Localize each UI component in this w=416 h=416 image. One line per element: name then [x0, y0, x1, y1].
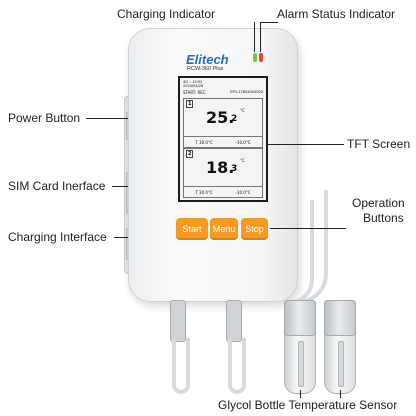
label-charging-interface: Charging Interface [8, 230, 107, 244]
label-glycol-sensor: Glycol Bottle Temperature Sensor [218, 398, 398, 412]
high-limit: T 30.0°C [195, 189, 213, 195]
probe-cable-left [284, 200, 314, 304]
serial-number: EFFL1780X000000 [230, 90, 263, 94]
leader-sim-card [112, 186, 128, 187]
status-line-1: 4G ⌁ 10:52 [183, 80, 203, 84]
start-button[interactable]: Start [176, 218, 208, 240]
label-operation-line1: Operation [352, 196, 405, 210]
leader-tft-screen [266, 144, 344, 145]
leader-charging-indicator [254, 22, 255, 52]
label-alarm-status-indicator: Alarm Status Indicator [277, 7, 396, 21]
brand-logo: Elitech [186, 52, 229, 67]
channel-limits: T 30.0°C -10.0°C [184, 186, 262, 197]
bottle-cap [324, 300, 356, 336]
glycol-bottle-left [284, 300, 316, 394]
channel-unit: °C [240, 158, 245, 163]
leader-glycol-right [340, 390, 341, 398]
screen-status: 4G ⌁ 10:52 2024/04/26 [183, 80, 203, 88]
channel-temperature-decimal: 3 [231, 164, 238, 174]
sensor-connector-left [170, 300, 186, 342]
leader-alarm-indicator [260, 22, 261, 52]
high-limit: T 30.0°C [195, 139, 213, 145]
label-tft-screen: TFT Screen [347, 137, 411, 151]
leader-charging-interface [114, 237, 128, 238]
glycol-bottle-right [324, 300, 356, 394]
channel-temperature: 18. [206, 158, 235, 177]
channel-temperature: 25. [206, 108, 235, 127]
charging-led-icon [253, 53, 257, 62]
sensor-connector-right [226, 300, 242, 342]
channel-1-panel: 1 25. 2 °C T 30.0°C -10.0°C [183, 98, 263, 148]
sensor-cable-right [228, 338, 246, 394]
temperature-probe [298, 341, 304, 387]
bottle-cap [284, 300, 316, 336]
temperature-probe [338, 341, 344, 387]
start-rec-label: START: REC [183, 90, 206, 95]
sensor-cable-left [172, 338, 190, 394]
leader-glycol-left [300, 390, 301, 398]
low-limit: -10.0°C [235, 139, 251, 145]
alarm-led-icon [259, 53, 263, 62]
status-line-2: 2024/04/26 [183, 84, 204, 88]
channel-number: 2 [186, 150, 194, 158]
model-name: RCW-360 Plus [187, 66, 224, 72]
label-operation-line2: Buttons [363, 211, 404, 225]
channel-unit: °C [240, 108, 245, 113]
low-limit: -10.0°C [235, 189, 251, 195]
label-charging-indicator: Charging Indicator [117, 7, 216, 21]
menu-button[interactable]: Menu [210, 218, 238, 240]
channel-number: 1 [186, 100, 194, 108]
leader-operation-buttons [270, 228, 346, 229]
label-power-button: Power Button [8, 111, 81, 125]
channel-2-panel: 2 18. 3 °C T 30.0°C -10.0°C [183, 148, 263, 198]
tft-screen: 4G ⌁ 10:52 2024/04/26 START: REC EFFL178… [178, 76, 268, 202]
leader-power-button [86, 118, 128, 119]
channel-limits: T 30.0°C -10.0°C [184, 136, 262, 147]
label-sim-card-interface: SIM Card Inerface [8, 179, 106, 193]
leader-alarm-indicator-h [260, 22, 278, 23]
stop-button[interactable]: Stop [241, 218, 268, 240]
channel-temperature-decimal: 2 [231, 114, 238, 124]
